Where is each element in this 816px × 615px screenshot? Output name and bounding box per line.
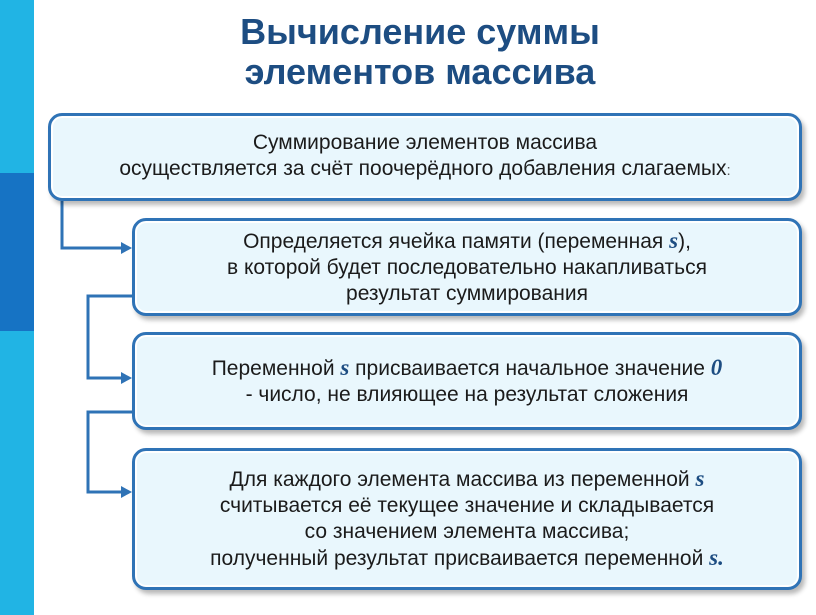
- page-title-line1: Вычисление суммы: [240, 11, 600, 52]
- summary-line2-colon: :: [726, 162, 731, 179]
- arrow-head-2: [121, 372, 132, 384]
- step1-line3: результат суммирования: [346, 281, 588, 305]
- arrow-head-3: [121, 486, 132, 498]
- step2-line1-mid: присваивается начальное значение: [349, 356, 711, 380]
- step-initial-value-box: Переменной s присваивается начальное зна…: [132, 332, 802, 430]
- step3-line1-pre: Для каждого элемента массива из переменн…: [229, 468, 696, 491]
- step3-line3: со значением элемента массива;: [304, 520, 630, 543]
- summary-box: Суммирование элементов массива осуществл…: [48, 113, 802, 201]
- step2-initial-value: 0: [710, 354, 723, 380]
- step3-variable: s: [695, 466, 705, 491]
- step3-line2: считывается её текущее значение и склады…: [219, 494, 715, 517]
- step3-result-variable: s.: [709, 545, 724, 570]
- arrow-head-1: [121, 242, 132, 254]
- step2-line1: Переменной s присваивается начальное зна…: [135, 355, 799, 382]
- step1-line1-post: ),: [678, 229, 691, 253]
- step2-line2: - число, не влияющее на результат сложен…: [245, 382, 689, 406]
- step-accumulate-box: Для каждого элемента массива из переменн…: [132, 448, 802, 590]
- summary-line2: осуществляется за счёт поочерёдного доба…: [51, 156, 799, 184]
- step3-line1: Для каждого элемента массива из переменн…: [135, 466, 799, 493]
- step3-line4-pre: полученный результат присваивается перем…: [210, 547, 710, 570]
- step1-line1: Определяется ячейка памяти (переменная s…: [135, 228, 799, 255]
- side-strip-middle: [0, 173, 34, 331]
- side-strip-bottom: [0, 331, 34, 615]
- connector-box3-box4: [86, 410, 132, 494]
- summary-line2-text: осуществляется за счёт поочерёдного доба…: [119, 157, 727, 180]
- step2-variable: s: [340, 354, 350, 380]
- page-title-line2: элементов массива: [244, 51, 596, 92]
- step1-line2: в которой будет последовательно накаплив…: [227, 255, 707, 279]
- side-strip-top: [0, 0, 34, 173]
- connector-box2-box3: [86, 294, 132, 380]
- step-memory-cell-box: Определяется ячейка памяти (переменная s…: [132, 218, 802, 316]
- step2-line1-pre: Переменной: [211, 356, 341, 380]
- summary-line1: Суммирование элементов массива: [252, 131, 598, 154]
- step3-line4: полученный результат присваивается перем…: [135, 545, 799, 572]
- step1-line1-pre: Определяется ячейка памяти (переменная: [243, 229, 670, 253]
- connector-box1-box2: [60, 201, 124, 250]
- step1-variable: s: [669, 227, 679, 253]
